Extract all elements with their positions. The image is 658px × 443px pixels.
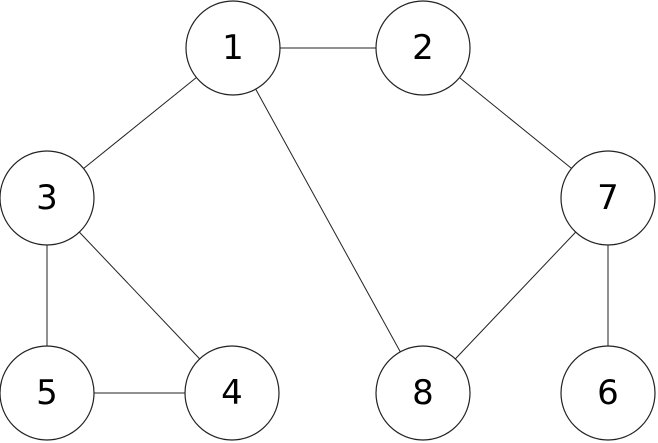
node-2: 2: [375, 0, 471, 96]
node-label: 5: [36, 373, 58, 413]
node-4: 4: [184, 345, 280, 441]
node-8: 8: [375, 345, 471, 441]
node-6: 6: [560, 345, 656, 441]
node-7: 7: [560, 150, 656, 246]
node-label: 4: [221, 373, 243, 413]
node-label: 8: [412, 373, 434, 413]
node-circle: [560, 150, 656, 246]
edge-1-3: [83, 77, 197, 169]
edges-layer: [46, 47, 609, 394]
node-5: 5: [0, 345, 95, 441]
edge-1-8: [255, 88, 401, 353]
node-circle: [0, 150, 95, 246]
node-label: 7: [597, 178, 619, 218]
node-circle: [184, 345, 280, 441]
edge-7-8: [454, 231, 577, 360]
node-circle: [375, 345, 471, 441]
node-circle: [185, 0, 281, 96]
edge-3-4: [78, 231, 201, 360]
edge-2-7: [459, 77, 572, 169]
node-circle: [0, 345, 95, 441]
node-3: 3: [0, 150, 95, 246]
node-label: 3: [36, 178, 58, 218]
node-1: 1: [185, 0, 281, 96]
node-circle: [560, 345, 656, 441]
node-label: 6: [597, 373, 619, 413]
node-circle: [375, 0, 471, 96]
node-label: 2: [412, 28, 434, 68]
node-label: 1: [222, 28, 244, 68]
